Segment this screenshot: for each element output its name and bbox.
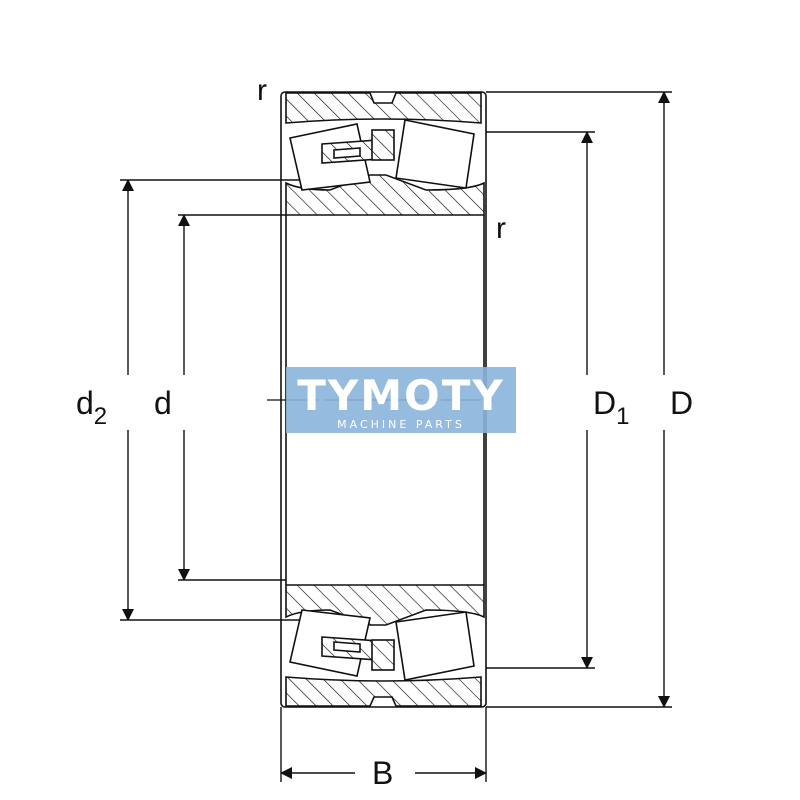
label-r-inner: r: [496, 212, 506, 245]
label-D: D: [670, 385, 693, 421]
guide-ring-bottom: [371, 639, 395, 671]
label-d2: d2: [76, 385, 107, 430]
label-D1-main: D: [593, 385, 616, 421]
inner-ring-top: [285, 174, 485, 216]
guide-ring-top: [371, 129, 395, 161]
label-r-top: r: [257, 74, 267, 107]
roller-right-top: [395, 119, 475, 189]
watermark-subtitle: MACHINE PARTS: [337, 418, 465, 431]
label-D1-sub: 1: [616, 403, 629, 430]
label-d2-main: d: [76, 385, 94, 421]
label-d: d: [154, 385, 172, 421]
outer-ring-top: [285, 92, 482, 124]
label-D1: D1: [593, 385, 629, 430]
outer-ring-bottom: [285, 676, 482, 707]
cage-top-slot: [333, 147, 361, 159]
cage-bottom-slot: [333, 641, 361, 653]
label-B: B: [372, 755, 393, 791]
label-d2-sub: 2: [94, 403, 107, 430]
watermark: TYMOTY MACHINE PARTS: [286, 367, 516, 433]
bearing-section: [280, 91, 487, 708]
watermark-background: [286, 367, 516, 433]
inner-ring-bottom: [285, 584, 485, 626]
roller-right-bottom: [395, 611, 475, 681]
watermark-title: TYMOTY: [297, 371, 505, 420]
